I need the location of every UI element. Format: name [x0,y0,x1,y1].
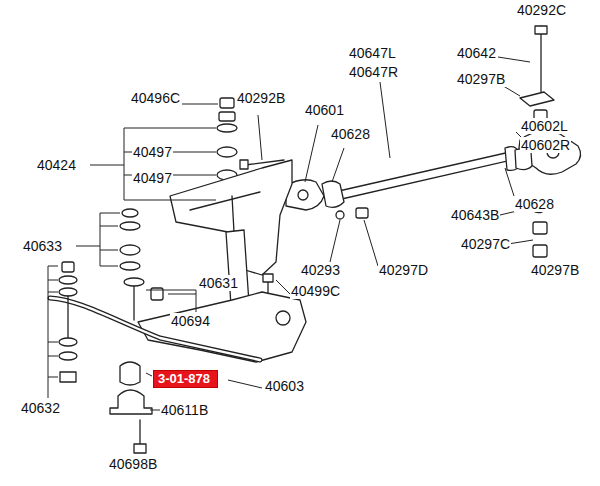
callout-number: 40694 [170,313,211,329]
part-number: 3-01-878 [154,371,217,387]
callout-number: 40293 [300,262,341,278]
callout-number: 40292C [516,2,567,18]
callout-number: 40497 [132,144,173,160]
callout-number: 40602L [520,118,569,134]
callout-number: 40632 [20,400,61,416]
callout-number: 40628 [330,126,371,142]
callout-number: 40297B [530,262,580,278]
callout-number: 40647L [348,45,397,61]
part-number-box: 3-01-878 [153,370,218,388]
callout-number: 40297C [460,236,511,252]
callout-number: 40292B [236,90,286,106]
callout-number: 40603 [264,378,305,394]
callout-number: 40611B [160,402,209,418]
callout-number: 40602R [520,137,571,153]
callout-number: 40497 [132,170,173,186]
callout-number: 40698B [108,456,158,472]
callout-number: 40628 [514,196,555,212]
callout-number: 40499C [290,283,341,299]
callout-number: 40642 [456,45,497,61]
callout-number: 40496C [130,90,181,106]
callout-number: 40633 [22,238,63,254]
callout-number: 40601 [304,102,345,118]
callout-number: 40647R [348,64,399,80]
callout-number: 40297D [378,262,429,278]
callout-number: 40631 [198,275,239,291]
callout-number: 40297B [456,71,506,87]
callout-number: 40424 [36,157,77,173]
callout-number: 40643B [450,207,500,223]
